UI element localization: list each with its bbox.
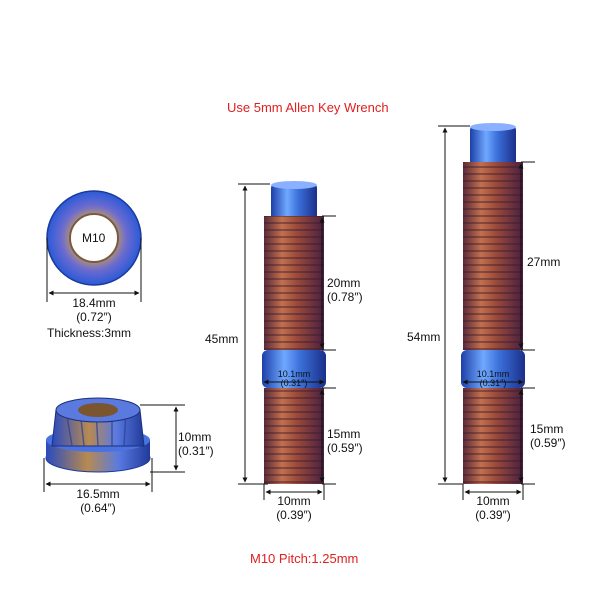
stud45-diameter-in: (0.39″) [276, 508, 312, 522]
stud54-diameter-mm: 10mm [476, 494, 510, 508]
nut-width-mm: 16.5mm [76, 487, 120, 501]
stud-45mm [262, 181, 326, 484]
nut-height-in: (0.31″) [178, 444, 214, 458]
stud45-upper-thread-mm: 20mm [327, 276, 361, 290]
stud45-lower-thread-mm: 15mm [327, 427, 361, 441]
stud54-lower-thread-in: (0.59″) [530, 436, 566, 450]
stud54-lower-thread-mm: 15mm [530, 422, 564, 436]
nut-dimension-lines [43, 404, 185, 492]
stud45-total-length: 45mm [205, 332, 239, 346]
stud45-diameter-mm: 10mm [277, 494, 311, 508]
nut-height-mm: 10mm [178, 430, 212, 444]
washer-diameter-in: (0.72″) [76, 310, 112, 324]
stud54-collar-mm: 10.1mm [476, 369, 510, 379]
stud54-diameter-in: (0.39″) [475, 508, 511, 522]
stud54-upper-thread-mm: 27mm [527, 255, 561, 269]
stud45-collar-mm: 10.1mm [277, 369, 311, 379]
nut-width-in: (0.64″) [80, 501, 116, 515]
stud45-upper-thread-in: (0.78″) [327, 290, 363, 304]
washer-dimension-lines [46, 238, 142, 302]
allen-key-note: Use 5mm Allen Key Wrench [227, 100, 389, 115]
washer [46, 190, 142, 286]
stud-54-dimension-lines [438, 125, 535, 500]
washer-center-label: M10 [82, 231, 106, 245]
flange-nut [45, 397, 151, 473]
stud-45-dimension-lines [238, 183, 336, 500]
stud45-collar-in: (0.31″) [280, 378, 308, 388]
stud54-total-length: 54mm [407, 330, 441, 344]
stud54-collar-in: (0.31″) [479, 378, 507, 388]
washer-diameter-mm: 18.4mm [72, 296, 116, 310]
stud-54mm [461, 123, 525, 484]
washer-thickness: Thickness:3mm [47, 326, 132, 340]
pitch-note: M10 Pitch:1.25mm [250, 551, 359, 566]
stud45-lower-thread-in: (0.59″) [327, 441, 363, 455]
